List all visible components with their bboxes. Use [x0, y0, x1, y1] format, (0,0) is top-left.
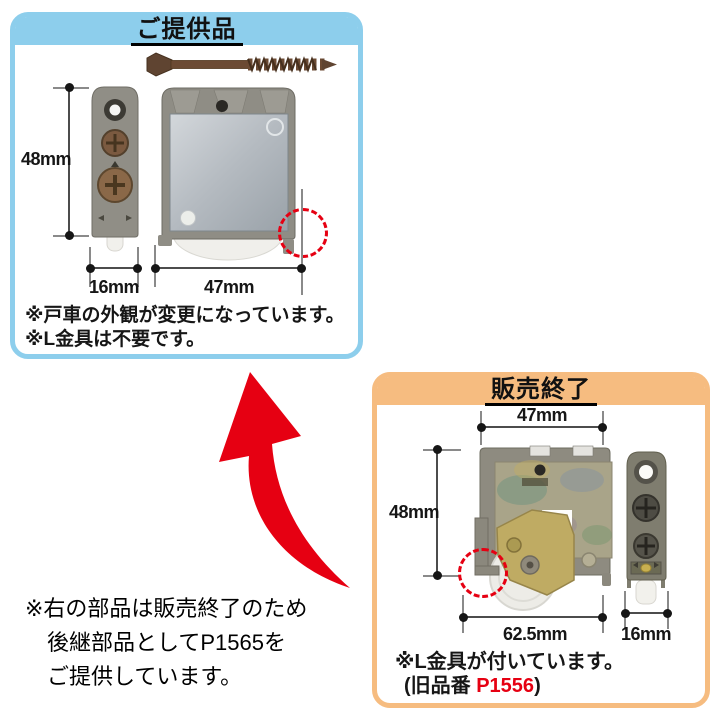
dimension-dot: [432, 571, 442, 580]
dimension-line: [625, 612, 668, 614]
dim-top-width-label: 47mm: [516, 405, 568, 425]
footnote-line-3: ご提供しています。: [47, 664, 243, 689]
panel-new-title: ご提供品: [130, 17, 243, 46]
dimension-dot: [598, 612, 607, 622]
dimension-dot: [64, 231, 74, 240]
old-bracket-image: [626, 451, 667, 605]
dimension-dot: [598, 422, 607, 432]
new-roller-image: [158, 87, 296, 261]
dimension-line: [68, 87, 70, 237]
red-dashed-highlight-circle: [278, 208, 328, 258]
dimension-tick: [423, 575, 461, 577]
panel-new-header: ご提供品: [15, 17, 358, 46]
dim-bracket-width-label: 16mm: [88, 277, 140, 297]
panel-old-note: ※L金具が付いています。: [395, 651, 625, 673]
footnote-text: ※右の部品は販売終了のため 後継部品としてP1565を ご提供しています。: [25, 592, 307, 694]
dimension-dot: [477, 422, 486, 432]
panel-old-part: 販売終了 47mm 48mm: [372, 372, 710, 708]
dimension-line: [481, 426, 603, 428]
panel-new-part: ご提供品: [10, 12, 363, 359]
dimension-line: [90, 267, 138, 269]
dim-height-label: 48mm: [21, 149, 72, 169]
screw-image: [146, 52, 337, 77]
replacement-arrow-icon: [188, 366, 366, 594]
dimension-tick: [423, 449, 461, 451]
dimension-dot: [621, 608, 630, 618]
dimension-line: [155, 267, 302, 269]
dimension-line: [436, 450, 438, 577]
dimension-dot: [133, 263, 142, 273]
panel-old-header: 販売終了: [377, 377, 705, 406]
dimension-tick: [301, 189, 303, 295]
footnote-line-2: 後継部品としてP1565を: [47, 630, 286, 655]
dimension-dot: [432, 445, 442, 454]
panel-new-note-2: ※L金具は不要です。: [25, 329, 206, 350]
dimension-dot: [459, 612, 468, 622]
dimension-dot: [297, 263, 306, 273]
old-code-prefix: (旧品番: [404, 675, 477, 697]
panel-old-code-line: (旧品番 P1556): [404, 669, 541, 698]
dim-roller-width-label: 47mm: [203, 277, 255, 297]
old-roller-image: [474, 445, 613, 611]
footnote-line-1: ※右の部品は販売終了のため: [25, 596, 308, 621]
dim-bottom-width-label: 62.5mm: [502, 624, 568, 644]
new-bracket-image: [91, 86, 139, 252]
dim-bracket-width-label: 16mm: [620, 624, 672, 644]
dimension-dot: [64, 83, 74, 92]
dimension-dot: [663, 608, 672, 618]
dimension-dot: [151, 263, 160, 273]
old-code-suffix: ): [534, 675, 541, 697]
dim-height-label: 48mm: [389, 502, 440, 522]
dimension-line: [463, 616, 603, 618]
red-dashed-highlight-circle: [458, 548, 508, 598]
old-part-number: P1556: [476, 675, 535, 697]
panel-new-note-1: ※戸車の外観が変更になっています。: [25, 305, 345, 326]
dimension-dot: [86, 263, 95, 273]
panel-old-title: 販売終了: [485, 377, 597, 406]
